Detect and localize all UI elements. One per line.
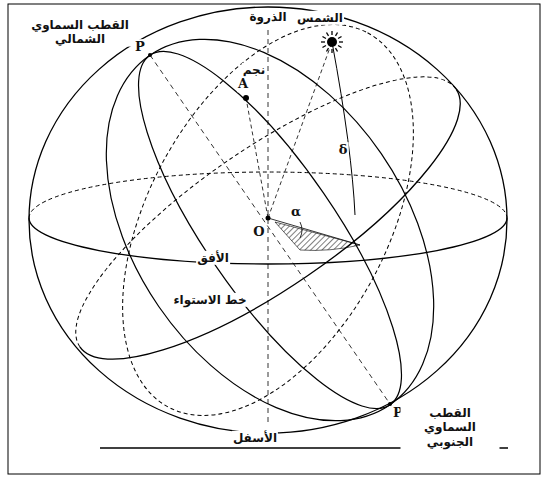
sphere-outline — [29, 7, 507, 433]
sun-ray — [336, 32, 338, 35]
great-circle — [63, 0, 474, 464]
sun-label: الشمس — [296, 11, 344, 25]
pole-dot — [148, 53, 152, 57]
horizon-front — [29, 218, 507, 264]
frame — [8, 4, 540, 474]
equator-group — [40, 31, 495, 404]
equator-front — [80, 89, 496, 404]
equator-back — [40, 31, 456, 346]
sun-ray — [331, 49, 332, 53]
zenith-label: الذروة — [248, 10, 287, 24]
equator-label: خط الاستواء — [172, 293, 247, 307]
declination-arc — [332, 42, 355, 215]
star-line — [246, 98, 268, 218]
polar-axis — [150, 55, 390, 404]
angle-label: α — [290, 204, 302, 220]
star-label: نجم — [242, 63, 267, 77]
sun-ray — [327, 48, 329, 51]
hour-circle — [96, 18, 443, 441]
pole-label: القطب السماوي الشمالي — [24, 18, 136, 47]
sun-symbol — [321, 31, 343, 53]
sun-ray — [321, 41, 325, 42]
pole-letter: P — [134, 39, 146, 55]
sun-ray — [322, 46, 325, 48]
pole-label: القطب السماوي الجنوبي — [401, 406, 500, 449]
sun-ray — [322, 37, 325, 39]
hatched-angle — [275, 222, 360, 250]
point-label: A — [237, 76, 249, 92]
sun-ray — [331, 31, 332, 35]
center-dot — [266, 216, 271, 221]
sun-circle — [63, 0, 474, 464]
horizon-label: الأفق — [196, 251, 230, 265]
sun-rays — [321, 31, 343, 53]
angle-arc — [300, 222, 302, 238]
sun-ray — [336, 48, 338, 51]
star-dot — [243, 95, 249, 101]
hour-circle — [39, 0, 502, 479]
declination-label: δ — [338, 142, 349, 158]
center-label: O — [252, 224, 265, 240]
nadir-label: الأسفل — [232, 431, 278, 445]
sun-disc — [327, 37, 337, 47]
sun-ray — [327, 32, 329, 35]
sun-line — [268, 42, 332, 218]
sun-ray — [338, 37, 341, 39]
sun-ray — [338, 46, 341, 48]
horizon-back — [29, 172, 507, 218]
hour-circles — [39, 0, 502, 479]
sun-ray — [339, 41, 343, 42]
